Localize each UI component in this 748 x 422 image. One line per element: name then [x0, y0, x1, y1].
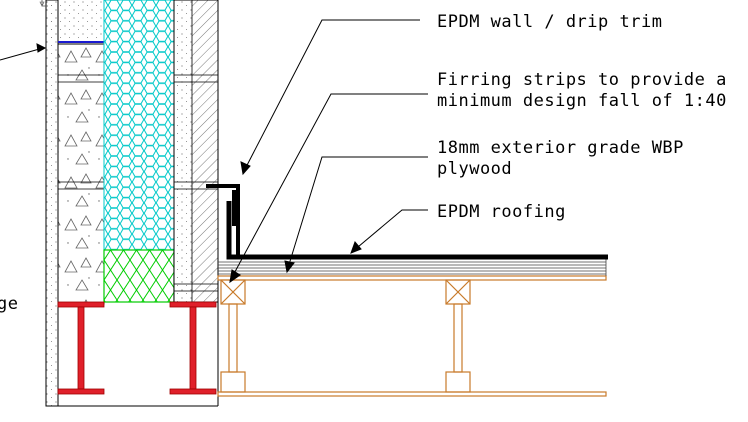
- leader-lines: [0, 19, 428, 284]
- label-plywood-line2: plywood: [437, 159, 512, 179]
- epdm-roofing-membrane: [226, 201, 608, 260]
- leader-plywood: [284, 156, 428, 274]
- joist-1: [220, 279, 246, 393]
- steel-beam-right: [169, 301, 217, 395]
- joist-bottom-plate: [217, 391, 607, 397]
- annotations: EPDM wall / drip trim Firring strips to …: [0, 12, 727, 314]
- label-left-partial: ge: [0, 294, 18, 314]
- leader-firring: [229, 93, 428, 284]
- steel-beams: [57, 301, 217, 395]
- epdm-drip-trim: [206, 184, 240, 258]
- roof-buildup: [206, 184, 608, 276]
- wall-section: [39, 0, 219, 407]
- joist-2: [445, 279, 471, 393]
- leader-epdm-roofing: [350, 209, 428, 254]
- timber-joists: [217, 275, 607, 397]
- label-epdm-roofing: EPDM roofing: [437, 202, 566, 222]
- joist-top-plate: [217, 275, 607, 281]
- render-skin: [45, 0, 59, 407]
- blockwork-inner-leaf: [57, 43, 105, 305]
- screed-layer: [46, 0, 104, 42]
- leader-left: [0, 43, 47, 61]
- steel-beam-left: [57, 301, 105, 395]
- mineral-wool-insulation: [103, 249, 175, 303]
- leader-epdm-trim: [240, 19, 420, 176]
- label-firring-line1: Firring strips to provide a: [437, 70, 727, 90]
- cavity-insulation-rigid: [103, 0, 175, 251]
- label-epdm-trim: EPDM wall / drip trim: [437, 12, 662, 32]
- label-firring-line2: minimum design fall of 1:40: [437, 91, 727, 111]
- label-plywood-line1: 18mm exterior grade WBP: [437, 138, 684, 158]
- plywood-deck: [218, 258, 607, 276]
